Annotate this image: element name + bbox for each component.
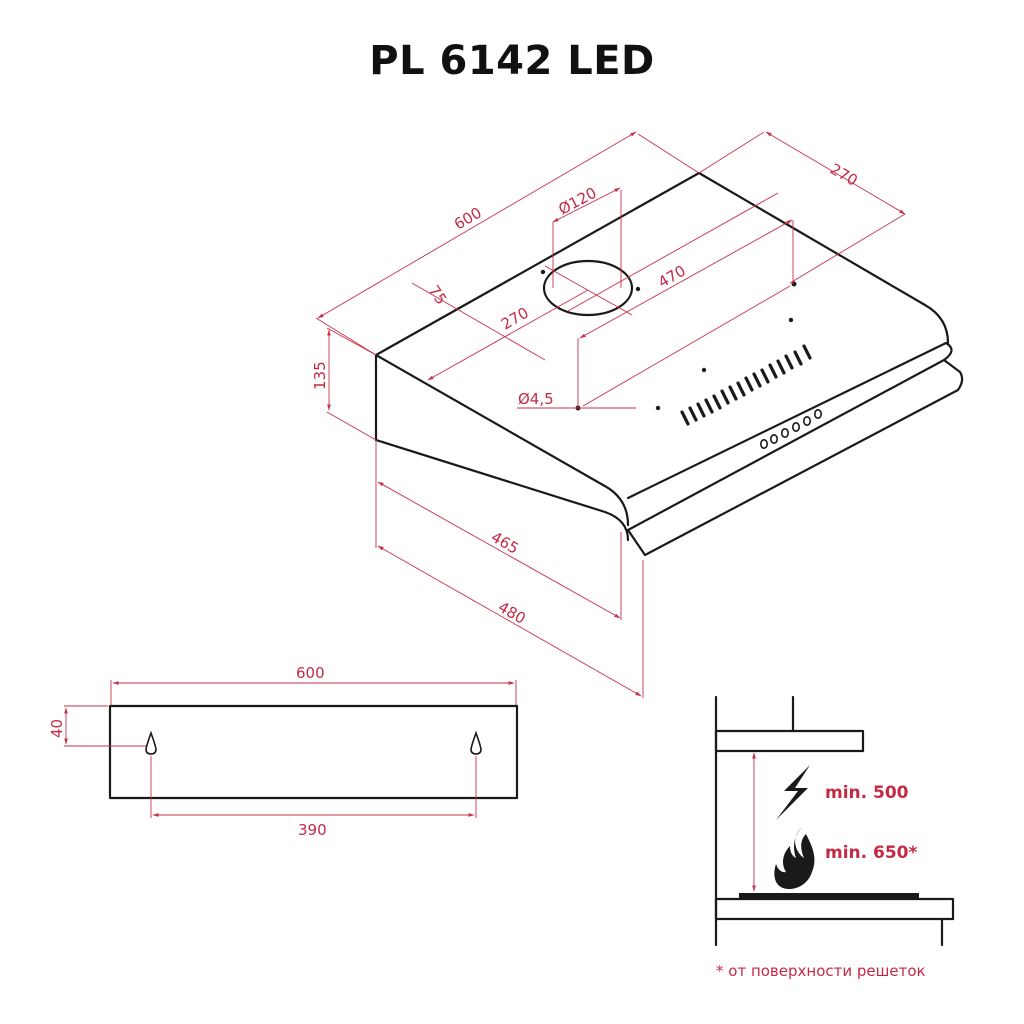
flame-icon	[774, 827, 815, 889]
dim-width-600: 600	[451, 204, 485, 234]
keyhole-left	[145, 730, 157, 755]
hood-block	[714, 729, 865, 753]
dim-offset-75: 75	[425, 282, 451, 308]
stove-block	[714, 897, 955, 921]
dim-height-135: 135	[311, 361, 329, 390]
rear-dim-hole-height: 40	[48, 719, 66, 738]
installation-diagram: min. 500 min. 650* * от поверхности реше…	[714, 695, 955, 980]
product-title: PL 6142 LED	[369, 38, 655, 84]
grease-filter-slots	[680, 344, 812, 426]
isometric-view: 600 270 Ø120 75 270 470 Ø4,5 135 465 480	[311, 131, 964, 698]
control-buttons	[759, 408, 822, 449]
rear-view: 600 40 390	[48, 664, 519, 839]
dim-depth-480: 480	[495, 598, 529, 628]
dim-hole-diameter: Ø4,5	[518, 390, 554, 408]
dim-offset-270: 270	[498, 304, 532, 334]
burner-grate	[739, 893, 919, 899]
mounting-hole	[791, 281, 797, 287]
dim-duct-diameter: Ø120	[555, 184, 599, 219]
keyhole-right	[470, 730, 482, 755]
rear-dim-hole-spacing: 390	[298, 821, 327, 839]
gas-min-distance: min. 650*	[825, 843, 918, 863]
hood-body-outline	[374, 171, 964, 557]
dimension-lines	[315, 131, 906, 698]
rear-dim-width: 600	[296, 664, 325, 682]
lightning-icon	[776, 765, 810, 820]
footnote: * от поверхности решеток	[716, 962, 926, 980]
electric-min-distance: min. 500	[825, 783, 909, 803]
rear-panel	[108, 704, 519, 800]
